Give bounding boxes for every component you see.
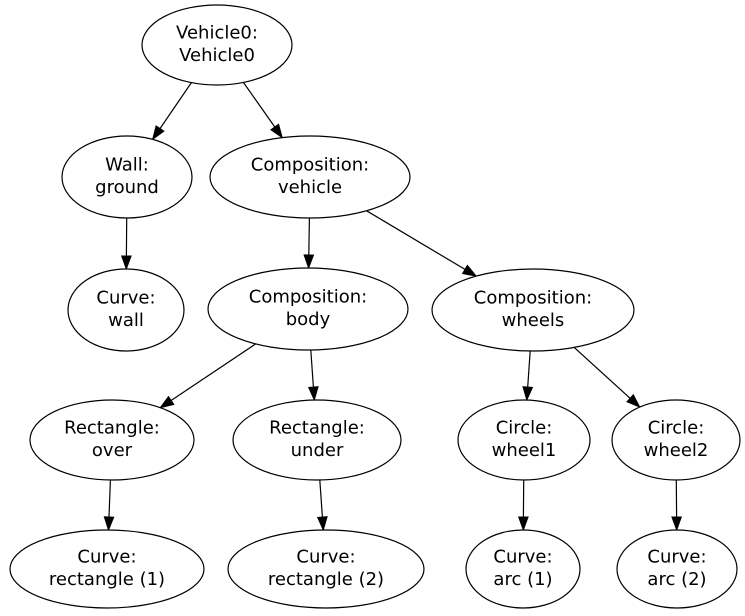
node-label-curve-rectangle-2-line1: Curve:	[296, 547, 355, 568]
node-label-composition-wheels-line1: Composition:	[474, 288, 592, 309]
edge-line	[242, 82, 276, 128]
node-curve-rectangle-2: Curve:rectangle (2)	[227, 529, 425, 609]
node-label-circle-wheel1-line1: Circle:	[496, 418, 553, 439]
node-ellipse-circle-wheel1	[457, 399, 591, 481]
node-rectangle-under: Rectangle:under	[232, 399, 402, 481]
node-composition-body: Composition:body	[207, 267, 409, 351]
arrowhead-icon	[626, 393, 641, 408]
node-label-rectangle-under-line1: Rectangle:	[269, 418, 365, 439]
edge-line	[573, 346, 631, 399]
node-ellipse-wall-ground	[61, 135, 193, 219]
node-label-rectangle-under-line2: under	[291, 440, 344, 461]
edge-composition-wheels-to-circle-wheel2	[573, 346, 641, 408]
node-label-composition-body-line2: body	[286, 309, 331, 330]
edge-composition-body-to-rectangle-over	[159, 343, 257, 409]
node-label-circle-wheel1-line2: wheel1	[492, 440, 557, 461]
node-ellipse-circle-wheel2	[611, 399, 741, 481]
node-label-composition-vehicle-line1: Composition:	[251, 155, 369, 176]
arrowhead-icon	[151, 125, 165, 141]
node-label-curve-wall-line1: Curve:	[96, 288, 155, 309]
node-ellipse-curve-rectangle-1	[9, 529, 205, 609]
node-label-wall-ground-line1: Wall:	[105, 155, 149, 176]
node-ellipse-curve-arc-2	[616, 529, 738, 609]
node-label-curve-arc-2-line2: arc (2)	[647, 569, 706, 590]
node-ellipse-rectangle-over	[29, 399, 195, 481]
node-label-composition-body-line1: Composition:	[249, 287, 367, 308]
node-vehicle0: Vehicle0:Vehicle0	[141, 4, 293, 86]
arrowhead-icon	[270, 123, 284, 139]
node-rectangle-over: Rectangle:over	[29, 399, 195, 481]
node-label-curve-arc-1-line2: arc (1)	[493, 569, 552, 590]
edge-line	[308, 217, 310, 256]
node-curve-arc-2: Curve:arc (2)	[616, 529, 738, 609]
arrowhead-icon	[671, 516, 683, 532]
node-ellipse-curve-wall	[67, 268, 185, 352]
node-ellipse-curve-arc-1	[465, 529, 581, 609]
node-label-curve-wall-line2: wall	[108, 310, 144, 331]
edge-line	[159, 82, 192, 129]
arrowhead-icon	[316, 516, 328, 532]
node-wall-ground: Wall:ground	[61, 135, 193, 219]
node-label-vehicle0-line2: Vehicle0	[179, 45, 255, 66]
edge-vehicle0-to-composition-vehicle	[242, 82, 284, 139]
node-circle-wheel1: Circle:wheel1	[457, 399, 591, 481]
node-ellipse-vehicle0	[141, 4, 293, 86]
arrowhead-icon	[159, 395, 175, 409]
node-label-composition-wheels-line2: wheels	[502, 310, 565, 331]
node-label-wall-ground-line2: ground	[95, 177, 159, 198]
node-curve-arc-1: Curve:arc (1)	[465, 529, 581, 609]
edge-line	[170, 343, 257, 401]
arrowhead-icon	[307, 386, 319, 402]
node-circle-wheel2: Circle:wheel2	[611, 399, 741, 481]
node-composition-wheels: Composition:wheels	[431, 268, 635, 352]
node-label-circle-wheel2-line1: Circle:	[648, 418, 705, 439]
node-ellipse-composition-body	[207, 267, 409, 351]
arrowhead-icon	[103, 516, 115, 532]
arrowhead-icon	[461, 264, 478, 277]
node-label-composition-vehicle-line2: vehicle	[278, 177, 342, 198]
edge-vehicle0-to-wall-ground	[151, 82, 192, 141]
edge-rectangle-over-to-curve-rectangle-1	[103, 479, 115, 532]
node-curve-rectangle-1: Curve:rectangle (1)	[9, 529, 205, 609]
edge-circle-wheel1-to-curve-arc-1	[517, 479, 529, 532]
arrowhead-icon	[303, 254, 315, 270]
node-curve-wall: Curve:wall	[67, 268, 185, 352]
node-label-curve-arc-1-line1: Curve:	[493, 547, 552, 568]
edge-composition-vehicle-to-composition-wheels	[366, 210, 478, 277]
arrowhead-icon	[517, 516, 529, 532]
node-composition-vehicle: Composition:vehicle	[209, 135, 411, 219]
edge-line	[527, 350, 531, 388]
edge-circle-wheel2-to-curve-arc-2	[671, 479, 683, 532]
node-ellipse-rectangle-under	[232, 399, 402, 481]
edge-composition-vehicle-to-composition-body	[303, 217, 315, 270]
edge-composition-wheels-to-circle-wheel1	[522, 350, 534, 402]
edge-line	[366, 210, 466, 270]
edge-wall-ground-to-curve-wall	[120, 217, 132, 271]
node-label-rectangle-over-line2: over	[92, 440, 133, 461]
edge-composition-body-to-rectangle-under	[307, 349, 319, 402]
node-label-rectangle-over-line1: Rectangle:	[64, 418, 160, 439]
arrowhead-icon	[120, 255, 132, 271]
node-label-curve-rectangle-1-line1: Curve:	[77, 547, 136, 568]
node-ellipse-composition-wheels	[431, 268, 635, 352]
edge-rectangle-under-to-curve-rectangle-2	[316, 479, 328, 532]
edge-line	[319, 479, 323, 518]
node-label-curve-rectangle-1-line2: rectangle (1)	[49, 569, 165, 590]
node-label-circle-wheel2-line2: wheel2	[644, 440, 709, 461]
node-ellipse-composition-vehicle	[209, 135, 411, 219]
node-label-curve-arc-2-line1: Curve:	[647, 547, 706, 568]
arrowhead-icon	[522, 386, 534, 402]
node-label-curve-rectangle-2-line2: rectangle (2)	[268, 569, 384, 590]
node-label-vehicle0-line1: Vehicle0:	[176, 23, 258, 44]
node-ellipse-curve-rectangle-2	[227, 529, 425, 609]
edge-line	[310, 349, 314, 388]
edge-line	[108, 479, 111, 518]
